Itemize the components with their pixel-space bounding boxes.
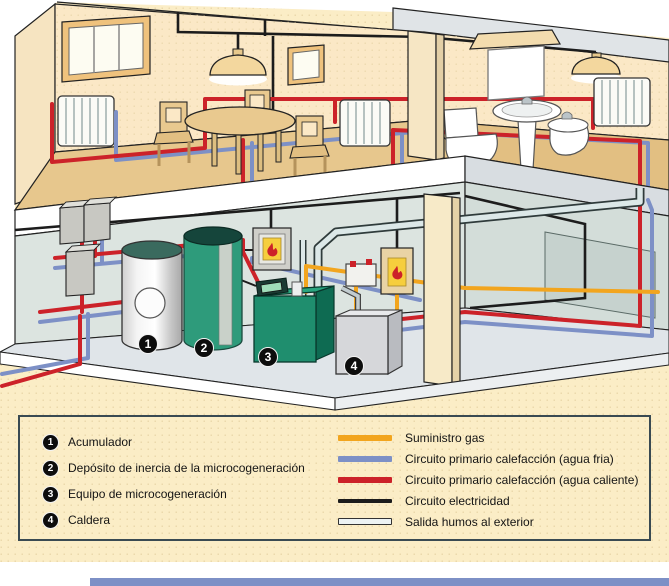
radiator-bathroom-right	[593, 77, 651, 127]
legend-label: Circuito primario calefacción (agua fria…	[405, 451, 614, 466]
gas-meter	[345, 259, 377, 287]
legend-badge-1: 1	[42, 433, 59, 451]
chair	[153, 101, 194, 166]
svg-text:1: 1	[145, 337, 152, 351]
svg-text:3: 3	[265, 350, 272, 364]
legend-item-equipo: 3 Equipo de microcogeneración	[42, 481, 305, 507]
control-panel-screen	[260, 281, 283, 294]
marker-deposito: 2	[194, 338, 214, 358]
legend-badge-3: 3	[42, 485, 59, 503]
basement-wall-panel	[544, 231, 656, 319]
legend-label: Suministro gas	[405, 430, 485, 445]
marker-caldera: 4	[344, 356, 364, 376]
pendant-lamp-bathroom	[571, 52, 621, 84]
legend-line-flue: Salida humos al exterior	[338, 511, 638, 532]
inertia-tank	[183, 226, 243, 351]
accumulator-tank	[121, 240, 183, 351]
legend-label: Equipo de microcogeneración	[68, 487, 227, 501]
radiator-dining	[57, 95, 115, 147]
flue-pipe	[299, 188, 645, 296]
dining-small-window	[287, 44, 325, 86]
cold-line-swatch	[338, 455, 392, 462]
legend-label: Depósito de inercia de la microcogenerac…	[68, 461, 305, 475]
legend-label: Caldera	[68, 513, 111, 527]
legend-box: 1 Acumulador 2 Depósito de inercia de la…	[18, 415, 651, 541]
pendant-lamp-dining	[209, 48, 267, 86]
legend-label: Circuito electricidad	[405, 493, 510, 508]
svg-text:2: 2	[201, 341, 208, 355]
legend-item-deposito: 2 Depósito de inercia de la microcogener…	[42, 455, 305, 481]
corner-pillar-upper	[407, 30, 445, 161]
hot-line-swatch	[338, 476, 392, 483]
legend-item-caldera: 4 Caldera	[42, 507, 305, 533]
house: 1 2 3 4	[0, 0, 669, 411]
bottom-partial-blue-band	[90, 578, 669, 586]
bidet	[547, 111, 590, 156]
dining-table	[184, 106, 296, 175]
faucet	[521, 96, 533, 105]
pedestal-sink	[492, 96, 562, 171]
legend-line-gas: Suministro gas	[338, 427, 638, 448]
legend-equipment-list: 1 Acumulador 2 Depósito de inercia de la…	[42, 429, 305, 533]
legend-label: Salida humos al exterior	[405, 514, 534, 529]
basement-front-face-right	[334, 352, 669, 411]
electricity-line-swatch	[338, 498, 392, 503]
legend-line-hot: Circuito primario calefacción (agua cali…	[338, 469, 638, 490]
gas-box-flame-left	[252, 227, 292, 271]
legend-badge-2: 2	[42, 459, 59, 477]
window-awning	[468, 29, 562, 50]
electrical-boxes	[58, 196, 118, 297]
legend-line-list: Suministro gas Circuito primario calefac…	[338, 427, 638, 532]
legend-line-cold: Circuito primario calefacción (agua fria…	[338, 448, 638, 469]
gas-box-flame-right	[380, 247, 414, 295]
exterior-supply-pipes	[0, 312, 90, 388]
dining-window	[61, 15, 151, 83]
svg-text:4: 4	[351, 359, 358, 373]
marker-equipo: 3	[258, 347, 278, 367]
faucet	[561, 111, 573, 120]
radiator-bathroom-left	[339, 99, 391, 147]
marker-acumulador: 1	[138, 334, 158, 354]
legend-item-acumulador: 1 Acumulador	[42, 429, 305, 455]
legend-line-electricity: Circuito electricidad	[338, 490, 638, 511]
corner-pillar-basement	[423, 193, 461, 387]
gas-line-swatch	[338, 434, 392, 441]
lamp-glow	[209, 72, 267, 86]
legend-badge-4: 4	[42, 511, 59, 529]
legend-label: Circuito primario calefacción (agua cali…	[405, 472, 639, 487]
flue-line-swatch	[338, 518, 392, 525]
bathroom-window	[468, 29, 562, 101]
legend-label: Acumulador	[68, 435, 133, 449]
